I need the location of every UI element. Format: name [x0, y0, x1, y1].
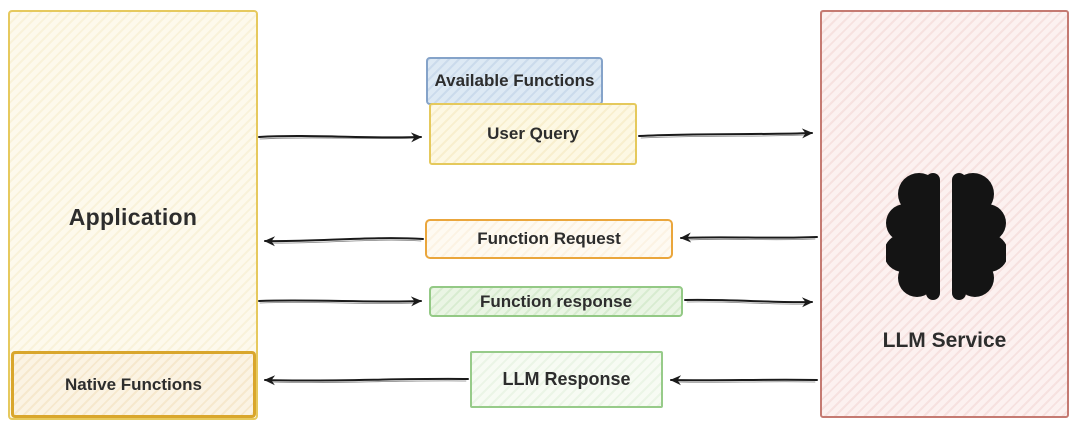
- native-functions-node: Native Functions: [11, 351, 256, 418]
- arrow-application-to-user-query: [258, 132, 422, 143]
- llm-response-node: LLM Response: [470, 351, 663, 408]
- arrow-application-to-function-response: [258, 296, 422, 307]
- native-functions-label: Native Functions: [65, 374, 202, 394]
- arrow-llm-service-to-function-request: [680, 232, 818, 243]
- available-functions-label: Available Functions: [434, 71, 595, 90]
- user-query-node: User Query: [429, 103, 637, 165]
- arrow-function-request-to-application: [264, 236, 424, 247]
- llm-response-label: LLM Response: [502, 369, 631, 389]
- arrow-llm-service-to-llm-response: [670, 375, 818, 386]
- function-request-node: Function Request: [425, 219, 673, 259]
- function-request-label: Function Request: [477, 229, 621, 248]
- llm-service-label: LLM Service: [882, 329, 1007, 352]
- arrow-function-response-to-llm-service: [684, 297, 813, 308]
- application-label: Application: [68, 204, 198, 230]
- llm-service-node: LLM Service: [820, 10, 1069, 418]
- function-response-node: Function response: [429, 286, 683, 317]
- user-query-label: User Query: [487, 124, 579, 143]
- available-functions-node: Available Functions: [426, 57, 603, 105]
- arrow-llm-response-to-native-functions: [264, 375, 469, 386]
- arrow-user-query-to-llm-service: [638, 128, 813, 139]
- brain-icon: [884, 170, 1008, 304]
- function-response-label: Function response: [479, 291, 633, 311]
